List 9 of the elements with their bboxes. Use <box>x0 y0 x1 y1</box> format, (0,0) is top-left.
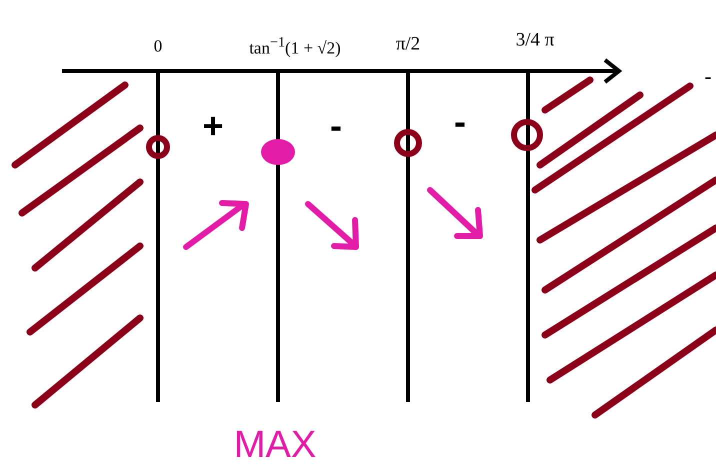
maximum-label: MAX <box>234 426 316 464</box>
tick-label: 3/4 π <box>516 30 554 50</box>
sign-label: - <box>330 108 342 144</box>
tick-label: 0 <box>154 38 162 54</box>
sign-label: - <box>454 104 466 140</box>
sign-label: + <box>202 108 224 144</box>
tick-label: tan$^{−1}$(1 + √2) <box>249 36 341 56</box>
sign-label: - <box>704 66 712 88</box>
tick-label: π/2 <box>396 34 420 54</box>
